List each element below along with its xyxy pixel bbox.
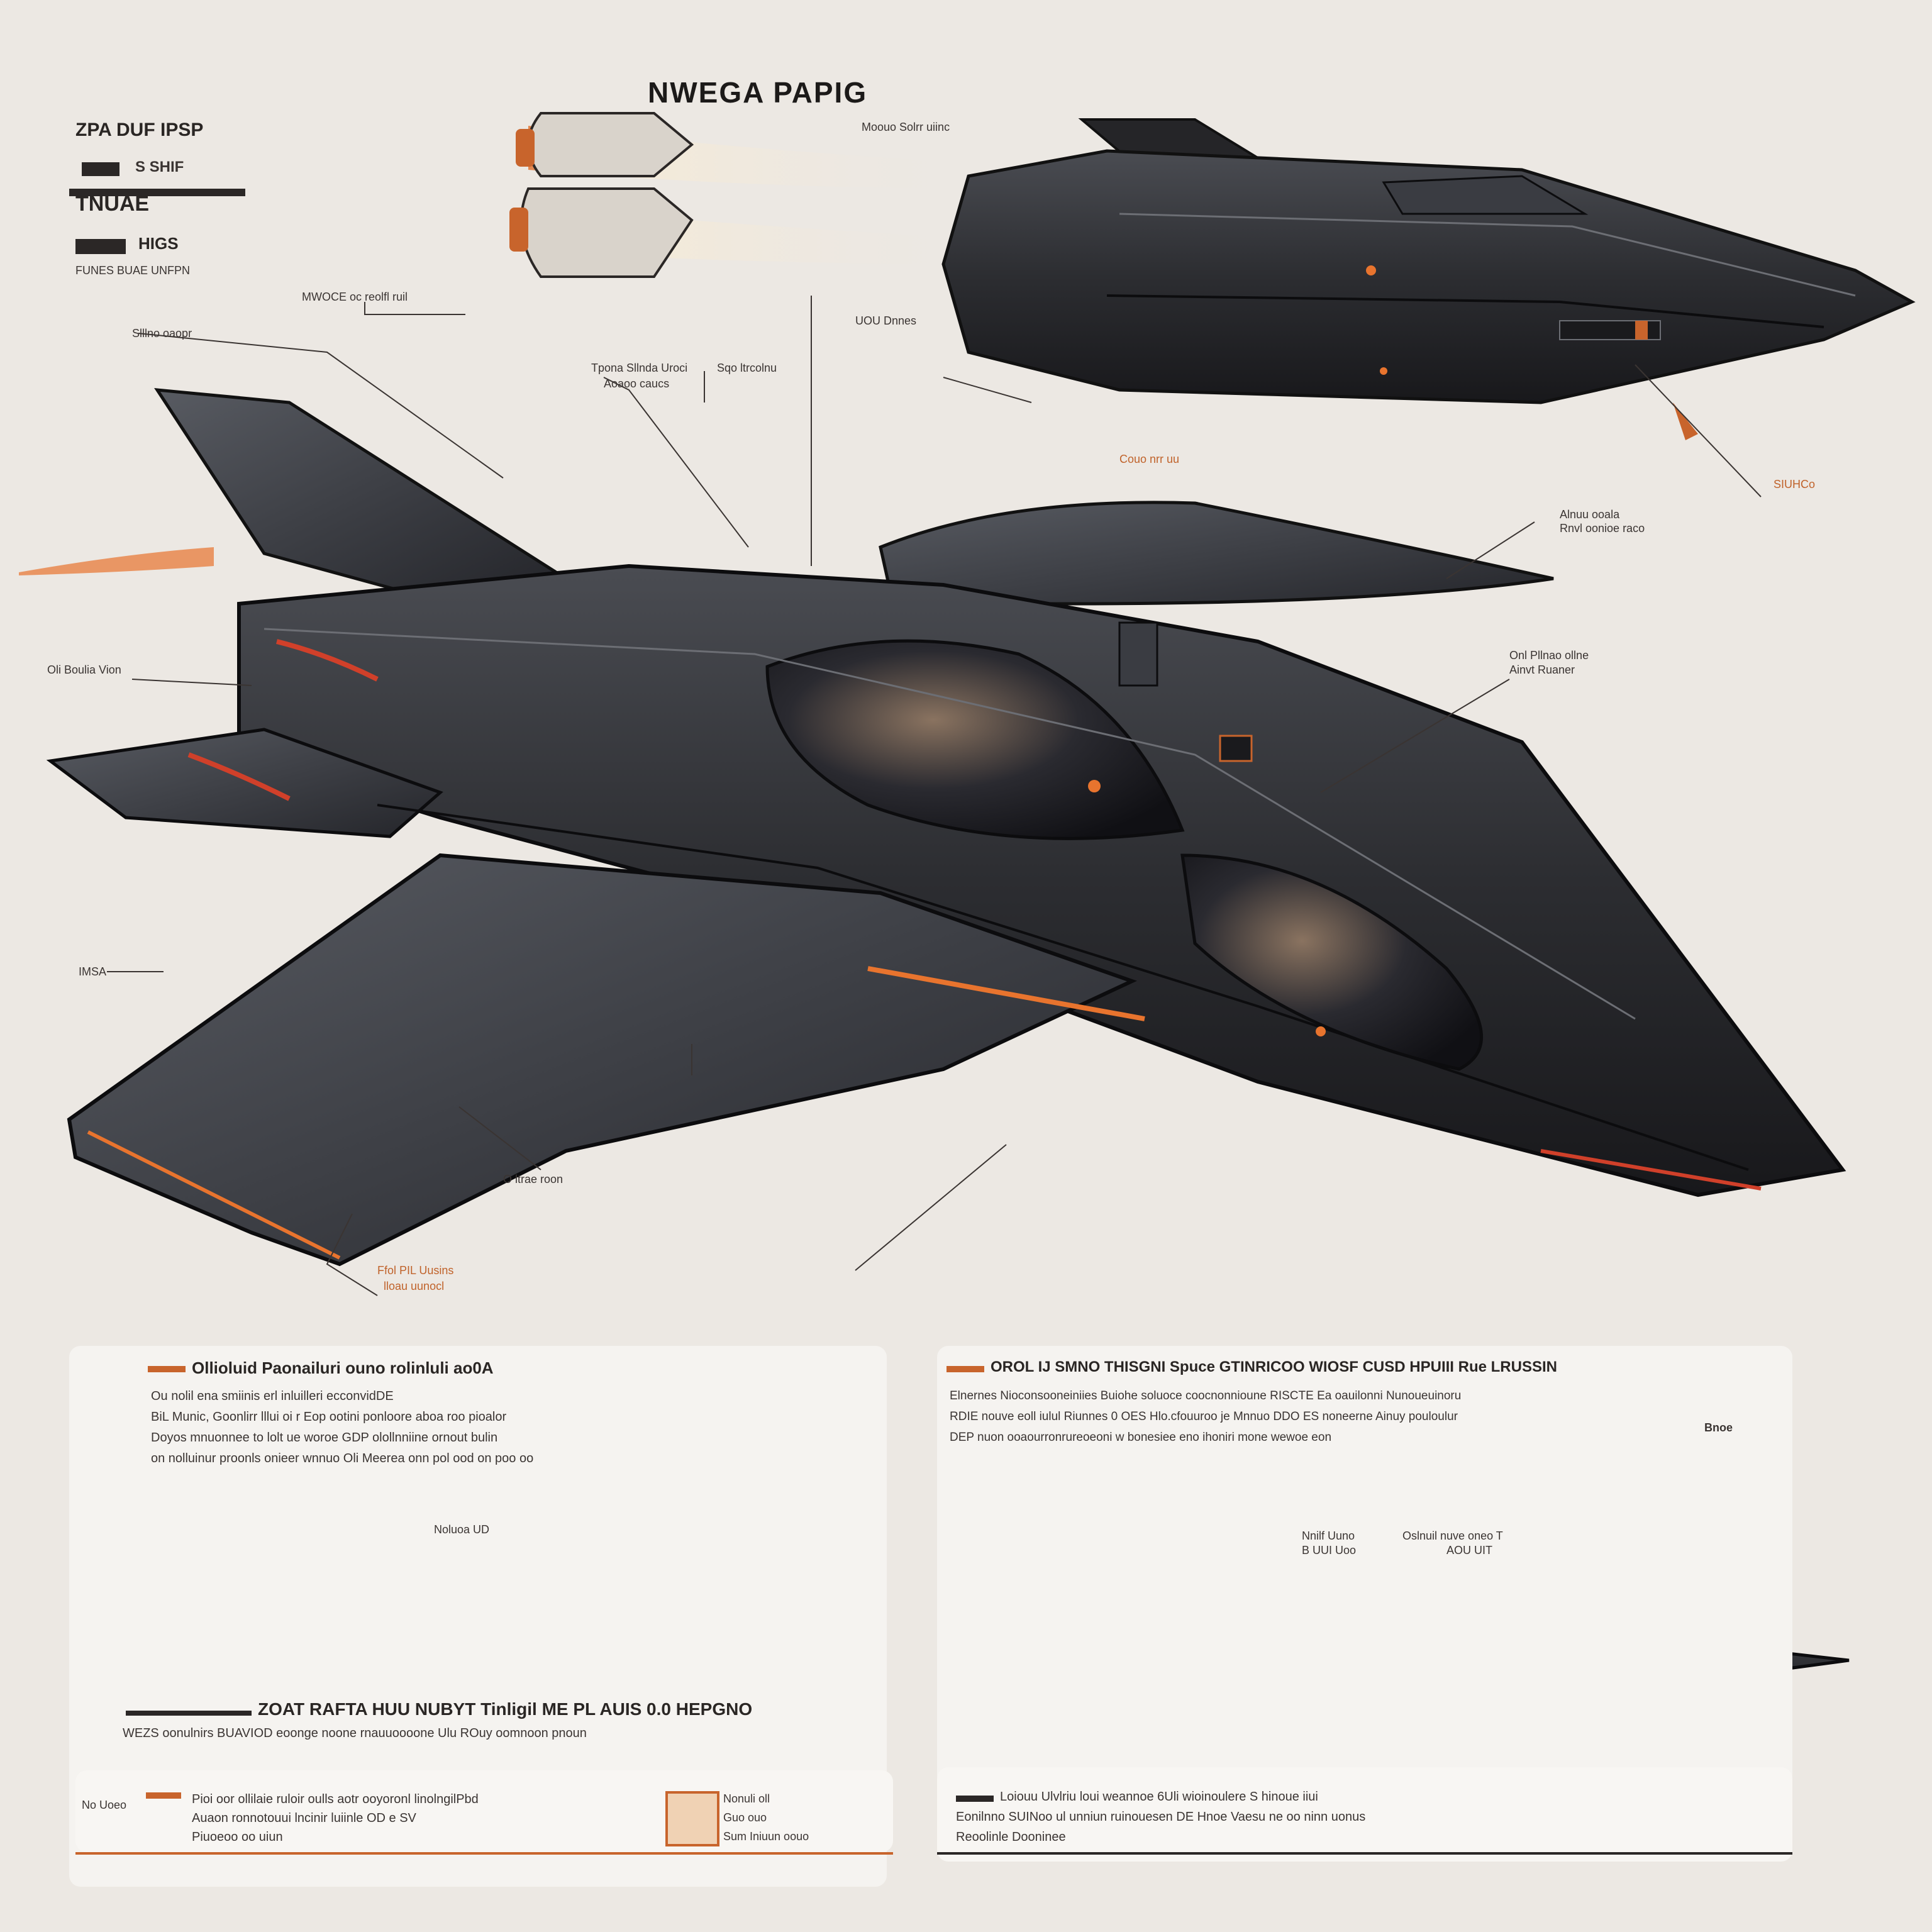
panel-left-line: on nolluinur proonls onieer wnnuo Oli Me… bbox=[151, 1452, 534, 1465]
footer-right-line-2: Eonilnno SUINoo ul unniun ruinouesen DE … bbox=[956, 1810, 1366, 1824]
panel-right-side-label: Bnoe bbox=[1704, 1421, 1733, 1434]
info-panel-right bbox=[937, 1346, 1792, 1786]
callout-label: lloau uunocl bbox=[384, 1280, 445, 1292]
panel-right-view-label: Oslnuil nuve oneo T bbox=[1402, 1530, 1503, 1542]
header-line-5: FUNES BUAE UNFPN bbox=[75, 264, 191, 277]
footer-right-line-3: Reoolinle Dooninee bbox=[956, 1830, 1066, 1844]
callout-label: MWOCE oc reolfl ruil bbox=[302, 291, 408, 303]
panel-left-footer-rule bbox=[126, 1711, 252, 1716]
footer-left-right-line-1: Nonuli oll bbox=[723, 1792, 770, 1805]
footer-right-line-1: Loiouu Ulvlriu loui weannoe 6Uli wioinou… bbox=[1000, 1790, 1318, 1804]
header-line-3: TNUAE bbox=[75, 192, 150, 216]
footer-left-tag: No Uoeo bbox=[82, 1799, 127, 1811]
callout-label: Oli Boulia Vion bbox=[47, 663, 121, 676]
footer-left-line-1: Pioi oor ollilaie ruloir oulls aotr ooyo… bbox=[192, 1792, 479, 1806]
callout-label: Slllno oaopr bbox=[132, 327, 192, 340]
main-perspective-ship bbox=[19, 388, 1846, 1267]
header-bar bbox=[82, 162, 119, 176]
footer-left-right-line-2: Guo ouo bbox=[723, 1811, 767, 1824]
panel-left-heading: Ollioluid Paonailuri ouno rolinluli ao0A bbox=[192, 1358, 494, 1377]
panel-left-line: Ou nolil ena smiinis erl inluilleri ecco… bbox=[151, 1389, 394, 1403]
panel-left-line: Doyos mnuonnee to lolt ue woroe GDP olol… bbox=[151, 1431, 498, 1445]
panel-right-heading: OROL IJ SMNO THISGNI Spuce GTINRICOO WIO… bbox=[991, 1358, 1557, 1375]
panel-right-view-sublabel: B UUI Uoo bbox=[1302, 1544, 1357, 1557]
footer-left-rule bbox=[75, 1852, 893, 1855]
callout-label: UOU Dnnes bbox=[855, 314, 917, 327]
footer-left-badge bbox=[665, 1791, 719, 1846]
footer-strip-right bbox=[937, 1767, 1792, 1862]
header-line-1: ZPA DUF IPSP bbox=[75, 119, 204, 140]
panel-left-line: BiL Munic, Goonlirr lllui oi r Eop ootin… bbox=[151, 1410, 507, 1424]
panel-left-view-label: Noluoa UD bbox=[434, 1523, 490, 1536]
panel-right-line: DEP nuon ooaourronrureoeoni w bonesiee e… bbox=[950, 1431, 1332, 1444]
footer-left-bar bbox=[146, 1792, 181, 1799]
callout-label: Aoaoo caucs bbox=[604, 377, 670, 390]
top-side-view-ship bbox=[509, 112, 1916, 440]
footer-strip-left bbox=[75, 1770, 893, 1852]
callout-label: Ainvt Ruaner bbox=[1509, 663, 1575, 676]
header-line-4: HIGS bbox=[138, 234, 179, 253]
footer-left-line-2: Auaon ronnotouui lncinir luiinle OD e SV bbox=[192, 1811, 416, 1825]
header-line-2: S SHIF bbox=[135, 158, 184, 175]
panel-accent-bar bbox=[947, 1366, 984, 1372]
leader-lines bbox=[107, 296, 1762, 1296]
footer-left-right-line-3: Sum Iniuun oouo bbox=[723, 1830, 809, 1843]
callout-label: O ltrae roon bbox=[503, 1173, 564, 1185]
callout-label: Onl Pllnao ollne bbox=[1509, 649, 1589, 662]
panel-right-line: Elnernes Nioconsooneiniies Buiohe soluoc… bbox=[950, 1389, 1462, 1402]
callout-label: Rnvl oonioe raco bbox=[1560, 522, 1645, 535]
footer-left-line-3: Piuoeoo oo uiun bbox=[192, 1830, 283, 1844]
panel-right-line: RDIE nouve eoll iulul Riunnes 0 OES Hlo.… bbox=[950, 1410, 1458, 1423]
callout-label: Ffol PIL Uusins bbox=[377, 1264, 454, 1277]
panel-right-view-sublabel: AOU UIT bbox=[1446, 1544, 1493, 1557]
footer-strip-bar bbox=[956, 1796, 994, 1802]
header-bar-2 bbox=[75, 239, 126, 254]
sheet-title: NWEGA PAPIG bbox=[648, 76, 868, 109]
callout-label: Alnuu ooala bbox=[1560, 508, 1620, 521]
panel-left-footer-line: WEZS oonulnirs BUAVIOD eoonge noone rnau… bbox=[123, 1726, 587, 1740]
callout-label: Tpona Sllnda Uroci bbox=[591, 362, 688, 374]
callout-label: Sqo ltrcolnu bbox=[717, 362, 777, 374]
header-rule bbox=[69, 189, 245, 196]
callout-label: Couo nrr uu bbox=[1119, 453, 1180, 465]
panel-right-view-label: Nnilf Uuno bbox=[1302, 1530, 1355, 1542]
callout-label: IMSA bbox=[79, 965, 107, 978]
callout-label: SIUHCo bbox=[1774, 478, 1816, 491]
callout-label: Moouo Solrr uiinc bbox=[862, 121, 950, 133]
panel-accent-bar bbox=[148, 1366, 186, 1372]
panel-left-footer-heading: ZOAT RAFTA HUU NUBYT Tinligil ME PL AUIS… bbox=[258, 1699, 753, 1719]
footer-strip-rule bbox=[937, 1852, 1792, 1855]
